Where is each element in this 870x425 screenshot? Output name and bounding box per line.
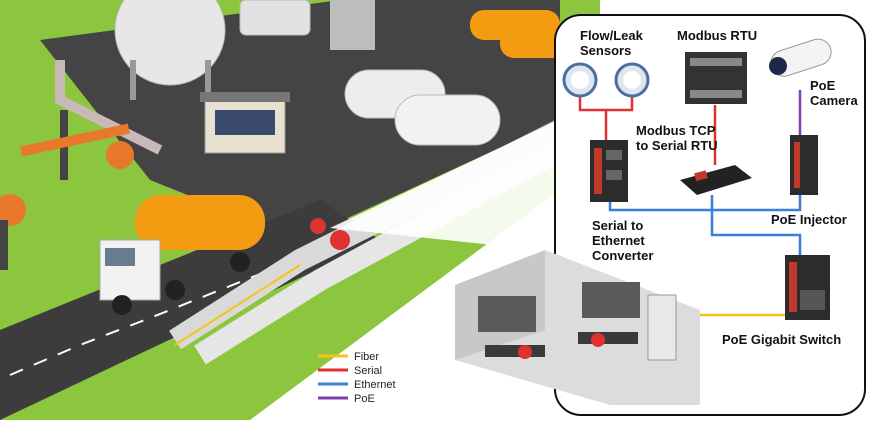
spherical-storage-tank [114, 0, 226, 100]
legend-label-serial: Serial [354, 365, 382, 377]
pipeline-valve-2 [310, 218, 326, 234]
horizontal-tanks [344, 69, 501, 146]
tanker-truck [99, 195, 265, 315]
legend: Fiber Serial Ethernet PoE [318, 351, 396, 405]
label-flow-leak-1: Flow/Leak [580, 28, 644, 43]
legend-label-ethernet: Ethernet [354, 379, 396, 391]
label-poe-camera-2: Camera [810, 93, 858, 108]
label-serial-eth-3: Converter [592, 248, 653, 263]
modbus-rtu-device [685, 52, 747, 104]
poe-injector [790, 135, 818, 195]
poe-gigabit-switch [785, 255, 830, 320]
label-modbus-tcp-2: to Serial RTU [636, 138, 718, 153]
label-flow-leak-2: Sensors [580, 43, 631, 58]
ethernet-line-to-switch [710, 195, 802, 255]
label-poe-camera-1: PoE [810, 78, 836, 93]
label-poe-injector: PoE Injector [771, 212, 847, 227]
label-poe-switch: PoE Gigabit Switch [722, 332, 841, 347]
poe-camera [769, 38, 832, 77]
legend-label-fiber: Fiber [354, 351, 379, 363]
road [0, 200, 380, 420]
serial-to-ethernet-converter [590, 140, 628, 202]
silo [330, 0, 375, 50]
pipeline-valve [330, 230, 350, 250]
label-serial-eth-1: Serial to [592, 218, 643, 233]
callout-beam [330, 110, 590, 255]
guard-house [200, 92, 290, 154]
label-modbus-tcp-1: Modbus TCP [636, 123, 716, 138]
cylindrical-tank [239, 0, 311, 36]
oil-pumpjack-left [0, 194, 26, 270]
oil-pumpjack [20, 110, 134, 180]
device-labels: Flow/Leak Sensors Modbus RTU PoE Camera … [580, 28, 858, 347]
ethernet-line-top [608, 195, 802, 212]
label-serial-eth-2: Ethernet [592, 233, 645, 248]
flow-leak-sensors [562, 62, 650, 98]
legend-label-poe: PoE [354, 393, 375, 405]
connection-lines [578, 90, 802, 317]
label-modbus-rtu: Modbus RTU [677, 28, 757, 43]
control-room [455, 250, 700, 405]
modbus-tcp-gateway [680, 165, 752, 195]
